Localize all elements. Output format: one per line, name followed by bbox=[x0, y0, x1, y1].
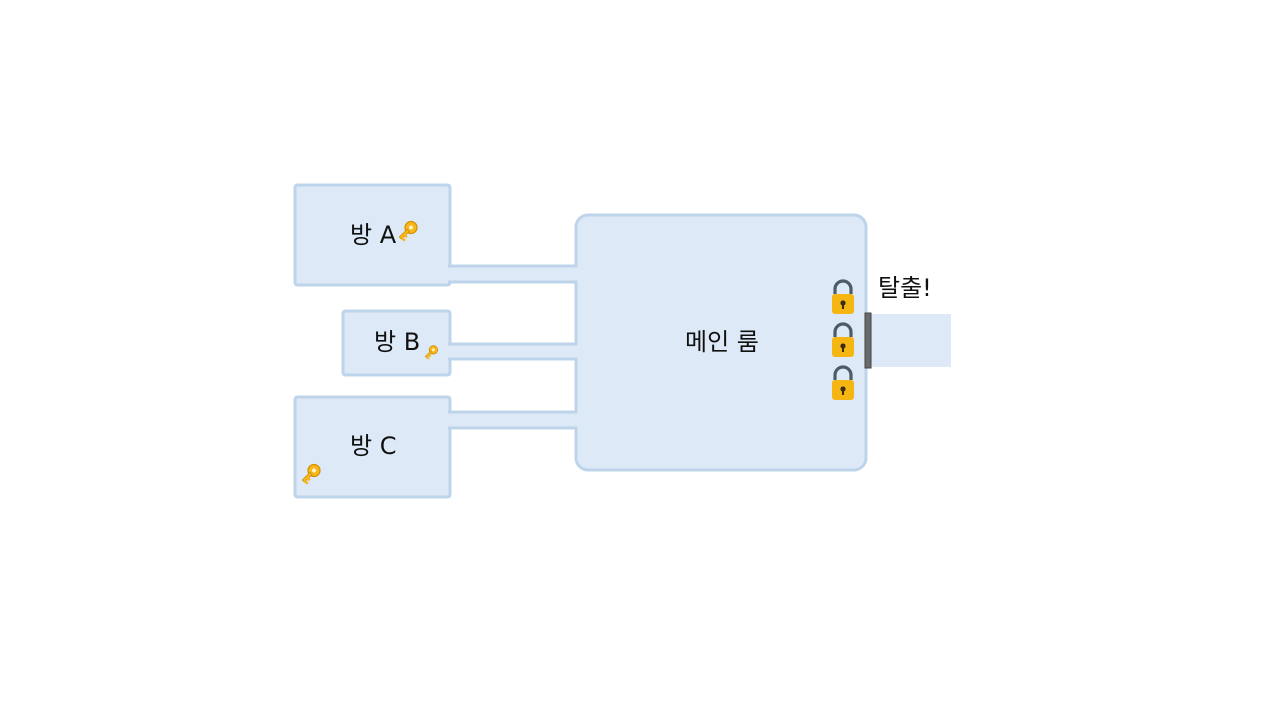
key-icon bbox=[301, 463, 321, 485]
room-c bbox=[293, 395, 452, 499]
room-c-label: 방 C bbox=[350, 432, 397, 460]
padlock-icon bbox=[832, 279, 854, 314]
padlock-icon bbox=[832, 365, 854, 400]
corridor-b bbox=[448, 342, 577, 361]
exit-area bbox=[869, 314, 951, 367]
padlock-icon bbox=[832, 322, 854, 357]
main-room-label: 메인 룸 bbox=[685, 328, 759, 356]
key-icon bbox=[398, 220, 418, 242]
room-b bbox=[341, 309, 452, 377]
corridor-c bbox=[448, 410, 577, 430]
room-a bbox=[293, 183, 452, 287]
room-a-label: 방 A bbox=[350, 221, 397, 249]
room-b-label: 방 B bbox=[374, 328, 421, 356]
key-icon bbox=[424, 345, 439, 360]
corridor-a bbox=[448, 264, 577, 284]
door-icon bbox=[864, 312, 872, 369]
exit-label: 탈출! bbox=[878, 274, 932, 302]
